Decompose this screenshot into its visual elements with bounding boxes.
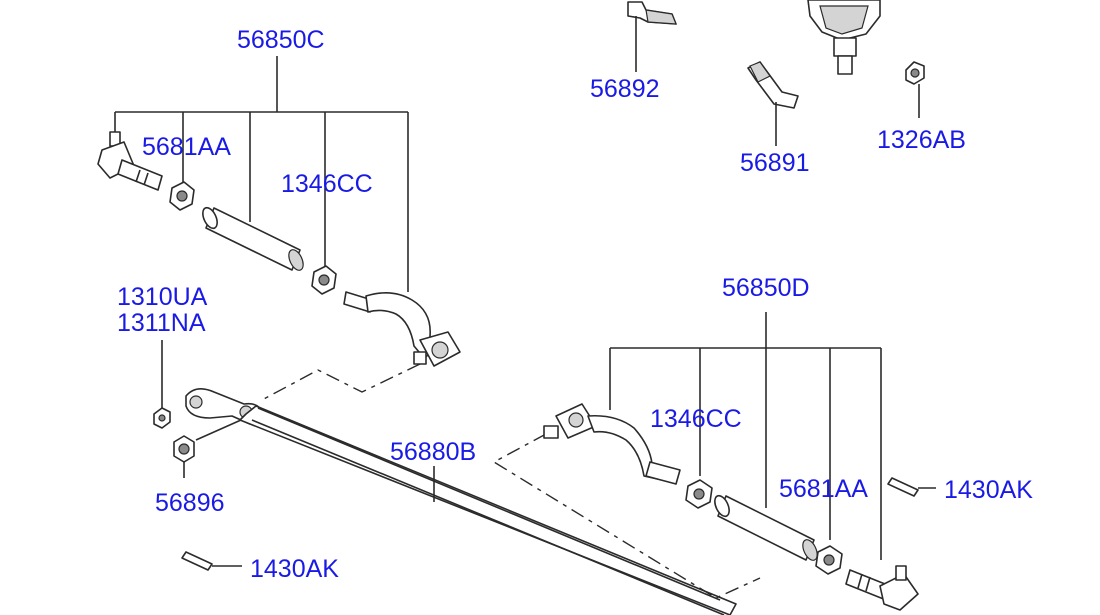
bolt-56891 [747, 61, 799, 146]
label-56850D: 56850D [722, 274, 810, 302]
label-1326AB: 1326AB [877, 126, 966, 154]
bracket-56850D [609, 312, 882, 560]
tie-rod-arm-right [543, 403, 681, 485]
label-1310UA: 1310UA [117, 283, 208, 311]
dash-link-right [492, 433, 761, 599]
label-56880B: 56880B [390, 438, 476, 466]
nut-1326AB [905, 61, 925, 118]
bolt-56892 [627, 1, 677, 72]
nut-right-1 [685, 479, 713, 509]
dash-link-left [261, 363, 421, 401]
center-link-56880B [185, 388, 737, 615]
label-56850C: 56850C [237, 26, 325, 54]
label-56896: 56896 [155, 489, 225, 517]
label-1346CC-left: 1346CC [281, 170, 373, 198]
label-1346CC-right: 1346CC [650, 405, 742, 433]
cotter-pin-right [887, 477, 936, 497]
tie-rod-end-right [845, 565, 919, 611]
nut-left-2 [311, 265, 337, 295]
ball-joint-top [807, 0, 881, 75]
label-56892: 56892 [590, 75, 660, 103]
label-1430AK-left: 1430AK [250, 555, 339, 583]
tie-rod-arm-left [343, 291, 461, 367]
adjusting-tube-right [714, 494, 818, 561]
label-1311NA: 1311NA [117, 309, 206, 337]
cotter-pin-left [181, 551, 242, 571]
tie-rod-end-left [97, 131, 163, 191]
label-5681AA-right: 5681AA [779, 475, 868, 503]
bracket-56850C [114, 56, 409, 292]
label-5681AA-left: 5681AA [142, 133, 231, 161]
nut-right-2 [815, 545, 843, 575]
small-nut-1310UA [153, 407, 171, 429]
nut-56896 [173, 415, 251, 478]
adjusting-tube-left [202, 206, 304, 271]
label-56891: 56891 [740, 149, 810, 177]
nut-left-1 [169, 181, 195, 211]
label-1430AK-right: 1430AK [944, 476, 1033, 504]
